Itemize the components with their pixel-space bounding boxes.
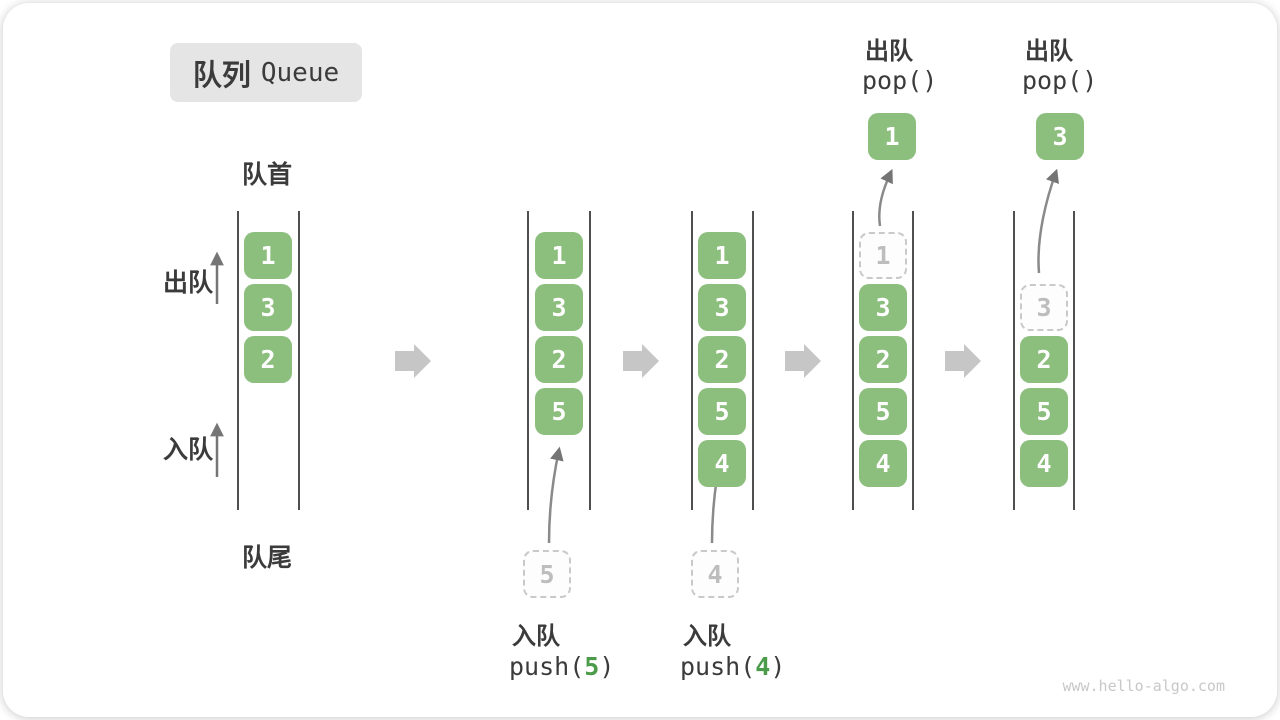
queue-cell: 2 bbox=[535, 336, 583, 383]
queue-cell-popped: 3 bbox=[1020, 284, 1068, 331]
push-code: push(5) bbox=[509, 652, 614, 681]
popped-value-box: 3 bbox=[1036, 113, 1084, 160]
push-label-zh: 入队 bbox=[512, 623, 560, 650]
queue-cell: 3 bbox=[698, 284, 746, 331]
queue-rail bbox=[527, 211, 529, 510]
queue-cell: 5 bbox=[1020, 388, 1068, 435]
queue-rail bbox=[1073, 211, 1075, 510]
pop-code: pop() bbox=[1022, 66, 1098, 95]
queue-rear-label: 队尾 bbox=[242, 544, 293, 572]
push-code-fn: push( bbox=[509, 652, 585, 681]
push-code: push(4) bbox=[680, 652, 785, 681]
queue-rail bbox=[852, 211, 854, 510]
queue-cell: 5 bbox=[535, 388, 583, 435]
dequeue-side-label: 出队 bbox=[163, 269, 214, 297]
queue-rail bbox=[589, 211, 591, 510]
queue-rail bbox=[912, 211, 914, 510]
push-code-arg: 4 bbox=[755, 652, 771, 681]
queue-rail bbox=[237, 211, 239, 510]
push-code-close: ) bbox=[770, 652, 786, 681]
pop-code: pop() bbox=[862, 66, 938, 95]
queue-cell: 2 bbox=[1020, 336, 1068, 383]
queue-cell: 3 bbox=[244, 284, 292, 331]
queue-cell: 2 bbox=[859, 336, 907, 383]
push-label-zh: 入队 bbox=[683, 623, 731, 650]
queue-rail bbox=[691, 211, 693, 510]
enqueue-side-label: 入队 bbox=[163, 436, 214, 464]
title-en: Queue bbox=[260, 57, 340, 88]
queue-cell: 1 bbox=[698, 232, 746, 279]
diagram-title: 队列 Queue bbox=[170, 43, 362, 102]
queue-cell-popped: 1 bbox=[859, 232, 907, 279]
queue-cell: 1 bbox=[244, 232, 292, 279]
popped-value-box: 1 bbox=[868, 113, 916, 160]
queue-cell: 3 bbox=[859, 284, 907, 331]
queue-front-label: 队首 bbox=[242, 161, 293, 189]
queue-rail bbox=[752, 211, 754, 510]
queue-cell: 4 bbox=[859, 440, 907, 487]
queue-cell: 2 bbox=[244, 336, 292, 383]
queue-cell: 1 bbox=[535, 232, 583, 279]
queue-cell: 4 bbox=[1020, 440, 1068, 487]
staged-value-box: 4 bbox=[691, 550, 739, 598]
queue-rail bbox=[298, 211, 300, 510]
queue-cell: 5 bbox=[698, 388, 746, 435]
diagram-card bbox=[3, 3, 1277, 717]
push-code-close: ) bbox=[599, 652, 615, 681]
watermark: www.hello-algo.com bbox=[1062, 677, 1225, 695]
queue-cell: 2 bbox=[698, 336, 746, 383]
queue-cell: 4 bbox=[698, 440, 746, 487]
queue-cell: 3 bbox=[535, 284, 583, 331]
queue-rail bbox=[1013, 211, 1015, 510]
push-code-arg: 5 bbox=[584, 652, 600, 681]
pop-label-zh: 出队 bbox=[865, 38, 913, 65]
pop-label-zh: 出队 bbox=[1025, 38, 1073, 65]
title-zh: 队列 bbox=[192, 59, 251, 92]
push-code-fn: push( bbox=[680, 652, 756, 681]
queue-cell: 5 bbox=[859, 388, 907, 435]
staged-value-box: 5 bbox=[523, 550, 571, 598]
